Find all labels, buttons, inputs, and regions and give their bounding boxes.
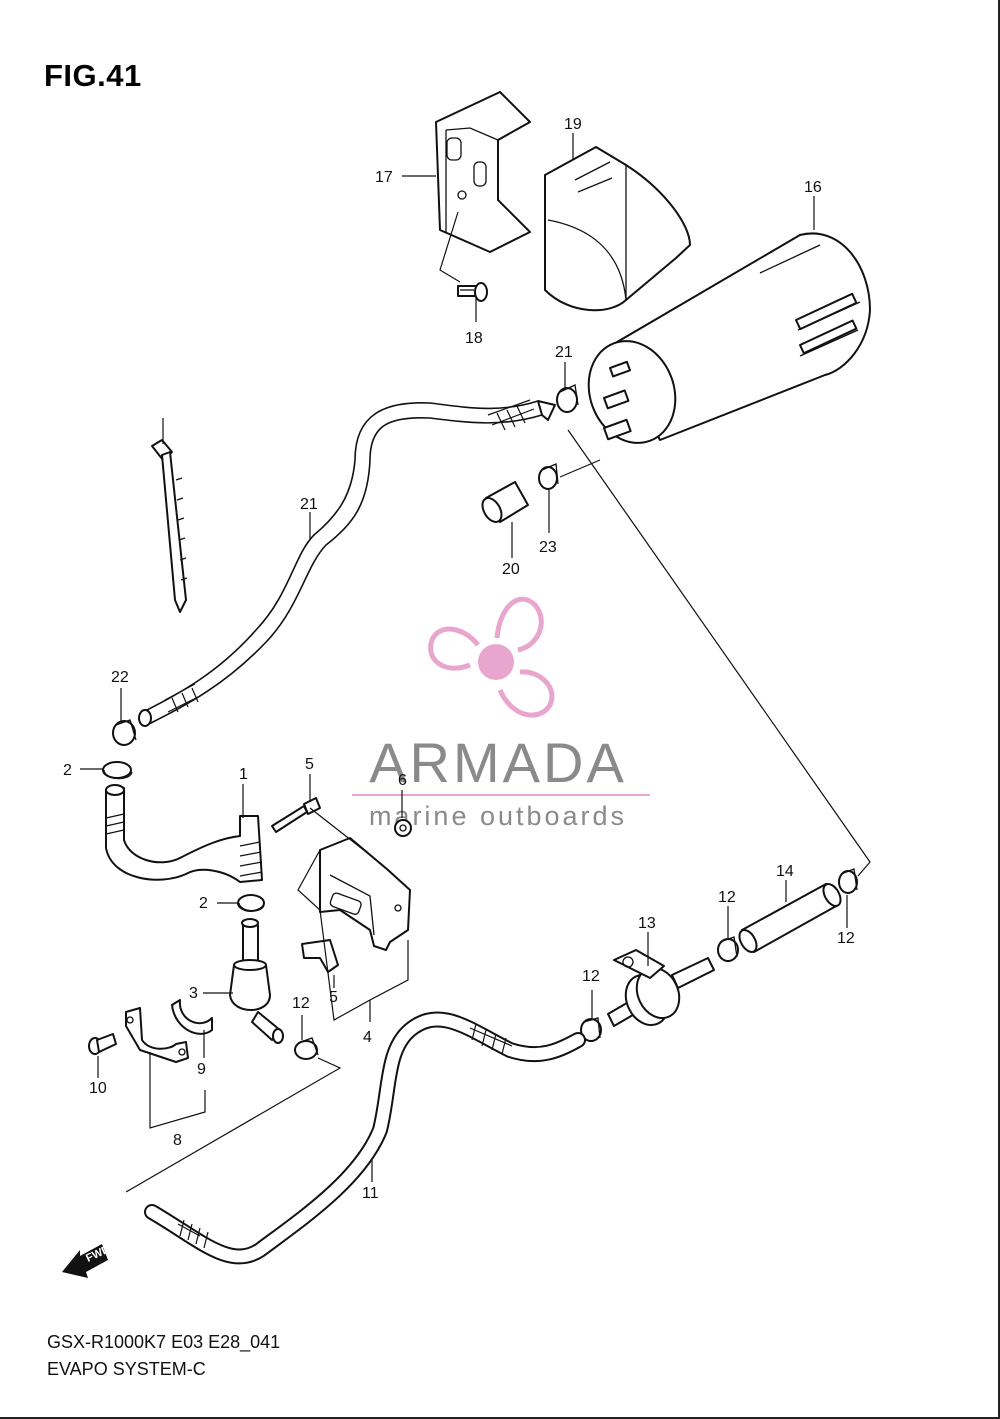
part-20-hose bbox=[138, 399, 556, 727]
callout-14: 14 bbox=[776, 863, 794, 880]
callout-13: 13 bbox=[638, 915, 656, 932]
part-9-bracket bbox=[171, 999, 213, 1035]
diagram-section-name: EVAPO SYSTEM-C bbox=[47, 1359, 206, 1379]
diagram-code: GSX-R1000K7 E03 E28_041 bbox=[47, 1332, 281, 1352]
callout-15: 16 bbox=[804, 179, 822, 196]
callout-7: 6 bbox=[398, 772, 407, 789]
callout-11: 11 bbox=[362, 1185, 379, 1202]
part-3-fitting bbox=[229, 918, 284, 1044]
callout-12-b: 12 bbox=[582, 968, 600, 985]
callout-12-a: 12 bbox=[292, 995, 310, 1012]
callout-21-lower: 22 bbox=[111, 669, 129, 686]
part-17-screw bbox=[457, 282, 488, 302]
part-8-clamp-bracket bbox=[125, 1007, 189, 1063]
part-11-hose bbox=[144, 1011, 586, 1265]
callout-4: 4 bbox=[363, 1029, 372, 1046]
part-12-clamp-a bbox=[294, 1037, 319, 1060]
part-2-clamp-upper bbox=[102, 761, 133, 780]
part-12-clamp-c bbox=[717, 936, 739, 962]
callout-20: 21 bbox=[300, 496, 318, 513]
callout-2-lower: 2 bbox=[199, 895, 208, 912]
part-5-clip bbox=[301, 939, 339, 973]
callout-21-upper: 21 bbox=[555, 344, 573, 361]
leader-lines bbox=[80, 133, 871, 1193]
part-1-hose bbox=[105, 784, 263, 883]
part-19-cap bbox=[481, 481, 529, 523]
figure-title: FIG.41 bbox=[44, 58, 142, 93]
callout-18: 19 bbox=[564, 116, 582, 133]
part-14-hose bbox=[738, 883, 842, 953]
fwd-arrow-icon: FWD bbox=[62, 1243, 112, 1278]
part-22-clamp bbox=[538, 463, 559, 490]
callout-8: 8 bbox=[173, 1132, 182, 1149]
callout-16: 17 bbox=[375, 169, 393, 186]
part-18-canister-holder bbox=[544, 146, 691, 312]
callout-1: 1 bbox=[239, 766, 248, 783]
part-23-tie-strap bbox=[151, 439, 188, 613]
callout-2-upper: 2 bbox=[63, 762, 72, 779]
part-16-bracket bbox=[435, 91, 531, 253]
part-4-bracket bbox=[319, 837, 411, 951]
callout-12-c: 12 bbox=[718, 889, 736, 906]
armada-logo-icon bbox=[428, 596, 555, 718]
part-21-clamp-lower bbox=[112, 719, 137, 746]
callout-10: 10 bbox=[89, 1080, 107, 1097]
callout-6: 5 bbox=[305, 756, 314, 773]
callout-3: 3 bbox=[189, 985, 198, 1002]
callout-9: 9 bbox=[197, 1061, 206, 1078]
part-7-washer bbox=[394, 819, 412, 837]
callout-19: 20 bbox=[502, 561, 520, 578]
callout-22: 23 bbox=[539, 539, 557, 556]
part-13-valve bbox=[607, 949, 715, 1027]
callout-12-d: 12 bbox=[837, 930, 855, 947]
watermark-brand: ARMADA bbox=[369, 731, 627, 794]
part-12-clamp-b bbox=[580, 1017, 602, 1042]
part-15-canister bbox=[587, 232, 871, 444]
part-10-bolt bbox=[88, 1033, 117, 1055]
callout-numbers: 17 18 19 16 21 23 20 21 22 2 1 2 5 6 3 5… bbox=[63, 116, 855, 1202]
part-6-rivet bbox=[271, 797, 321, 833]
part-12-clamp-d bbox=[838, 868, 858, 894]
callout-5: 5 bbox=[329, 989, 338, 1006]
part-2-clamp-lower bbox=[237, 894, 265, 912]
callout-17: 18 bbox=[465, 330, 483, 347]
part-21-clamp-upper bbox=[556, 384, 579, 413]
